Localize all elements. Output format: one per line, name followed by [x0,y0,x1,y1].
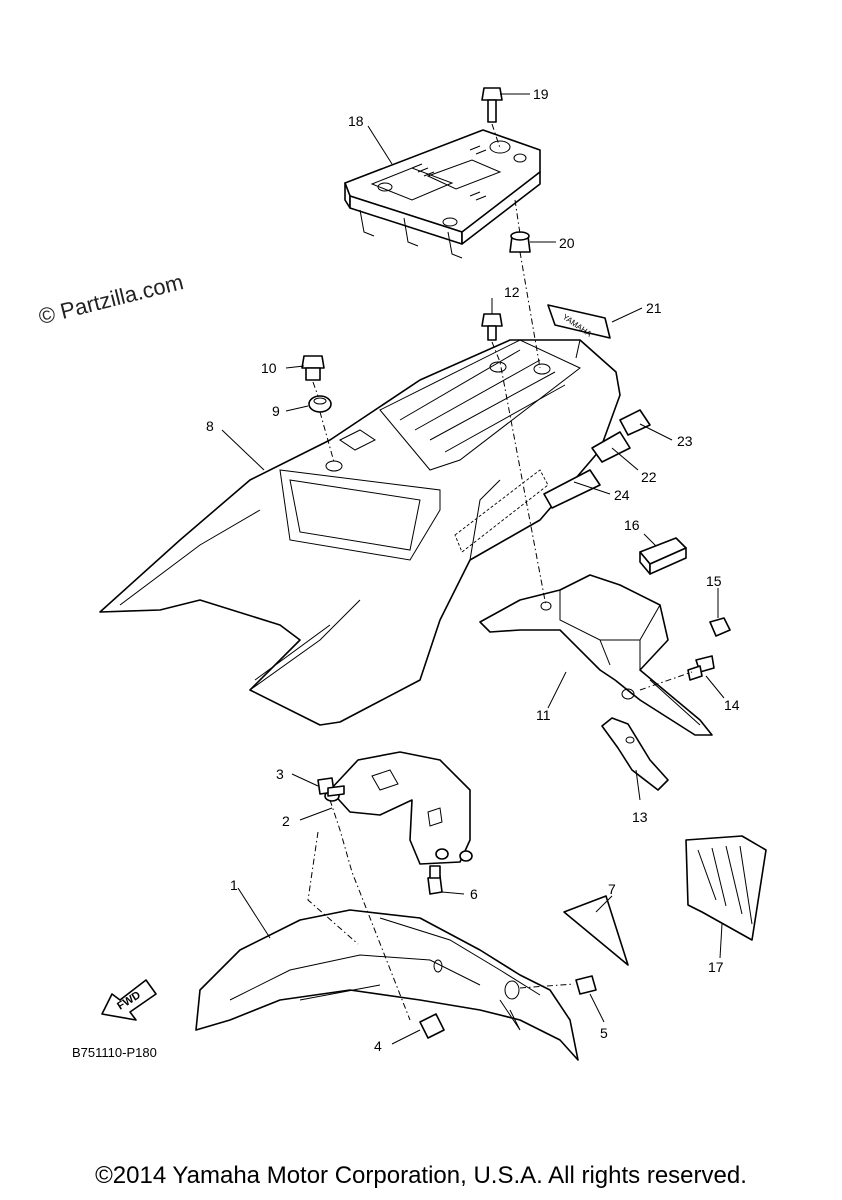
part-10-bolt [301,355,325,381]
diagram-code: B751110-P180 [72,1045,157,1060]
part-2-bracket [324,751,473,865]
copyright-notice: ©2014 Yamaha Motor Corporation, U.S.A. A… [95,1162,747,1189]
callout-6: 6 [470,886,478,902]
fwd-arrow-icon: FWD [101,979,157,1021]
leader-lines [221,93,725,1045]
callout-9: 9 [272,403,280,419]
part-16-block [639,537,687,575]
callout-22: 22 [641,469,657,485]
callout-23: 23 [677,433,693,449]
callout-8: 8 [206,418,214,434]
part-11-bracket [479,574,713,736]
part-1-fender [195,909,579,1061]
callout-7: 7 [608,881,616,897]
callout-14: 14 [724,697,740,713]
callout-15: 15 [706,573,722,589]
callout-19: 19 [533,86,549,102]
part-20-collar [509,231,531,253]
part-22-24-reflectors [454,409,651,553]
callout-16: 16 [624,517,640,533]
callout-2: 2 [282,813,290,829]
part-21-decal: YAMAHA [547,304,611,339]
callout-4: 4 [374,1038,382,1054]
part-8-rear-cover [99,339,621,726]
part-13-bracket [601,717,669,791]
callout-12: 12 [504,284,520,300]
callout-18: 18 [348,113,364,129]
part-17-flap [685,835,767,941]
callout-5: 5 [600,1025,608,1041]
part-19-bolt [481,87,503,123]
part-14-bolt [687,655,715,681]
callout-24: 24 [614,487,630,503]
callout-11: 11 [536,707,551,723]
callout-21: 21 [646,300,662,316]
assembly-lines [307,123,693,1021]
callout-labels: 19 18 20 21 12 10 9 8 23 22 24 16 15 14 … [206,86,740,1054]
part-9-damper [308,395,332,413]
callout-3: 3 [276,766,284,782]
callout-1: 1 [230,877,238,893]
callout-20: 20 [559,235,575,251]
callout-10: 10 [261,360,277,376]
part-4-nut [419,1013,445,1039]
part-3-bolt [317,777,345,797]
part-18-carrier [344,129,541,259]
callout-13: 13 [632,809,648,825]
callout-17: 17 [708,959,724,975]
part-7-sticker [563,895,629,966]
part-6-bolt [427,865,443,895]
part-5-grommet [575,975,597,995]
part-15-nut [709,617,731,637]
part-12-bolt [481,313,503,341]
